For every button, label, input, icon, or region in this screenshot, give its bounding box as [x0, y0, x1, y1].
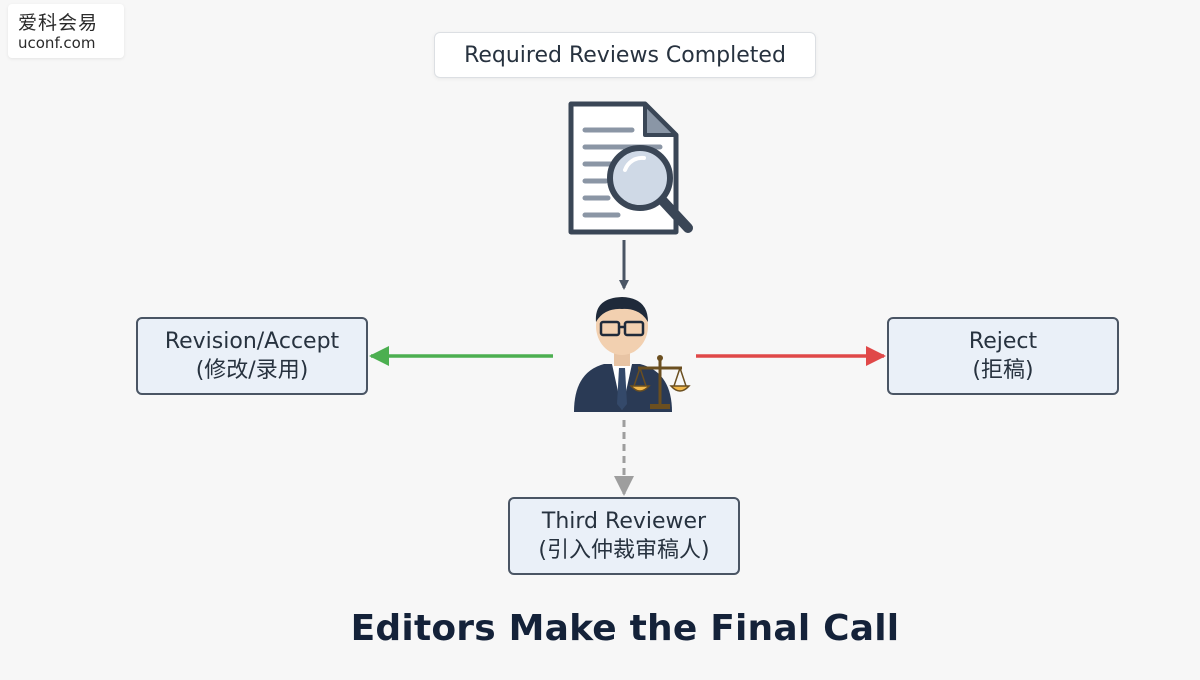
- final-call-title: Editors Make the Final Call: [350, 608, 900, 649]
- third-reviewer-node: Third Reviewer (引入仲裁审稿人): [508, 497, 740, 575]
- reject-sublabel: (拒稿): [972, 358, 1034, 383]
- watermark-brand: 爱科会易: [18, 12, 99, 34]
- third-reviewer-sublabel: (引入仲裁审稿人): [538, 538, 710, 563]
- revision-accept-node: Revision/Accept (修改/录用): [136, 317, 368, 395]
- document-search-icon: [568, 101, 693, 235]
- watermark-logo: 爱科会易 uconf.com: [8, 4, 124, 58]
- required-reviews-label: Required Reviews Completed: [434, 32, 816, 78]
- reject-label: Reject: [968, 329, 1038, 354]
- editor-with-scales-icon: [574, 297, 691, 412]
- revision-accept-label: Revision/Accept: [164, 329, 340, 354]
- revision-accept-sublabel: (修改/录用): [195, 358, 309, 383]
- third-reviewer-label: Third Reviewer: [541, 509, 707, 534]
- reject-node: Reject (拒稿): [887, 317, 1119, 395]
- watermark-url: uconf.com: [18, 34, 96, 52]
